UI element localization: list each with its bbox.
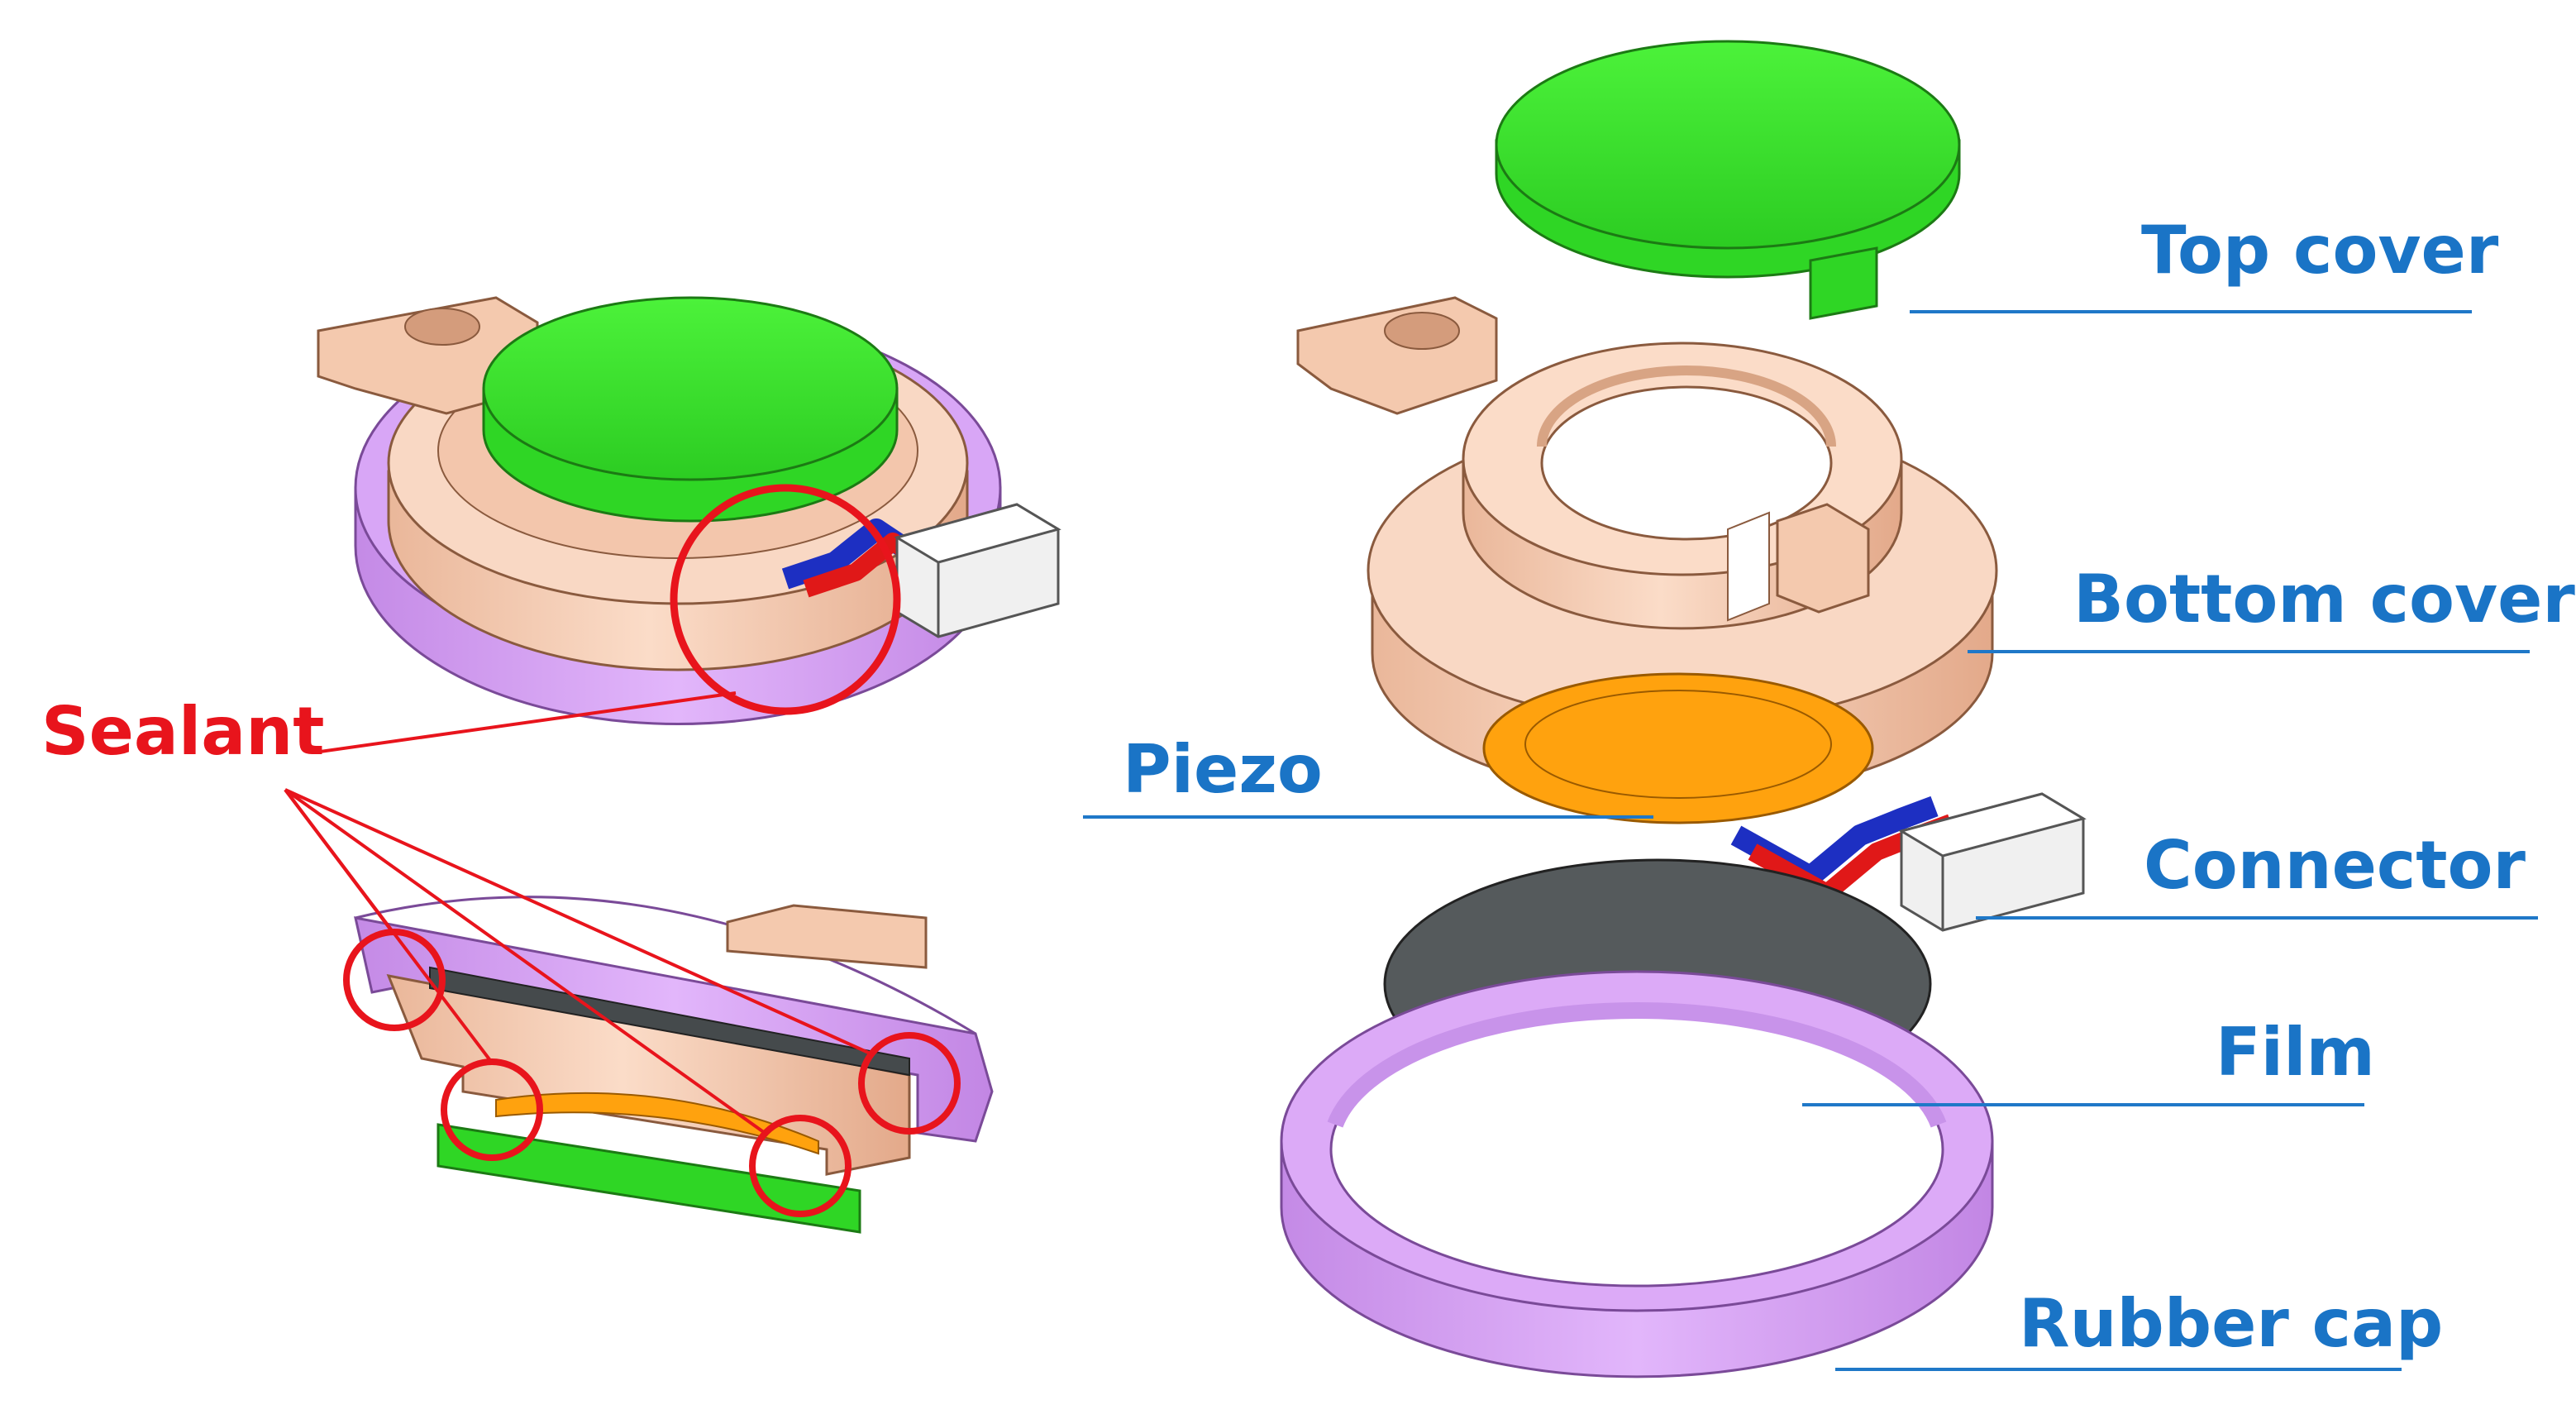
assembled-sensor-illustration [317,296,1061,725]
label-film: Film [2216,1014,2375,1091]
rubber-cap-part [1280,970,1994,1378]
label-bottom-cover: Bottom cover [2073,561,2575,638]
label-piezo: Piezo [1123,731,1323,808]
connector-part [1730,792,2087,932]
sealant-label: Sealant [41,693,324,770]
label-rubber-cap: Rubber cap [2019,1285,2443,1362]
label-connector: Connector [2144,827,2526,904]
top-cover-part [1495,40,1961,320]
label-top-cover: Top cover [2141,212,2499,289]
cross-section-illustration [343,896,994,1234]
sealant-leader-lines [284,691,873,1135]
exploded-view-illustration [1280,40,2087,1378]
part-leader-lines [1083,310,2538,1371]
piezo-part [1482,672,1874,824]
